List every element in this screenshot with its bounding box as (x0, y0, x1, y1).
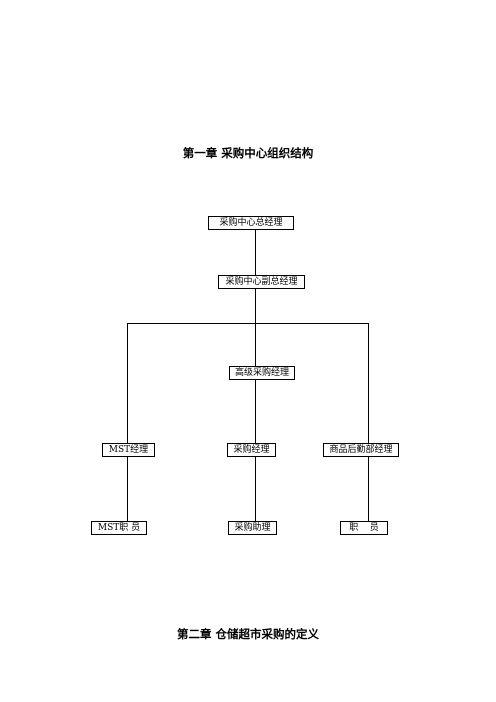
chapter-1-title: 第一章 采购中心组织结构 (182, 146, 314, 160)
box-general-manager: 采购中心总经理 (208, 216, 294, 230)
connector-logistics-manager-to-staff (368, 457, 369, 521)
connector-branch-horizontal (127, 323, 369, 324)
box-purchasing-manager: 采购经理 (227, 443, 276, 457)
box-mst-manager: MST经理 (102, 443, 155, 457)
connector-to-logistics-manager (368, 323, 369, 443)
connector-to-mst-manager (127, 323, 128, 443)
connector-to-senior-manager (255, 323, 256, 366)
chapter-2-title: 第二章 仓储超市采购的定义 (176, 627, 319, 641)
connector-purchasing-manager-to-assistant (255, 457, 256, 521)
box-deputy-general-manager: 采购中心副总经理 (218, 275, 305, 289)
box-staff: 职 员 (340, 521, 388, 535)
box-merchandise-logistics-manager: 商品后勤部经理 (323, 443, 399, 457)
box-purchasing-assistant: 采购助理 (228, 521, 277, 535)
box-mst-staff: MST职 员 (91, 521, 147, 535)
connector-deputy-to-branch (255, 289, 256, 323)
connector-gm-to-deputy (255, 229, 256, 275)
connector-mst-manager-to-staff (127, 457, 128, 521)
connector-senior-to-purchasing-manager (255, 380, 256, 443)
box-senior-purchasing-manager: 高级采购经理 (229, 366, 295, 380)
